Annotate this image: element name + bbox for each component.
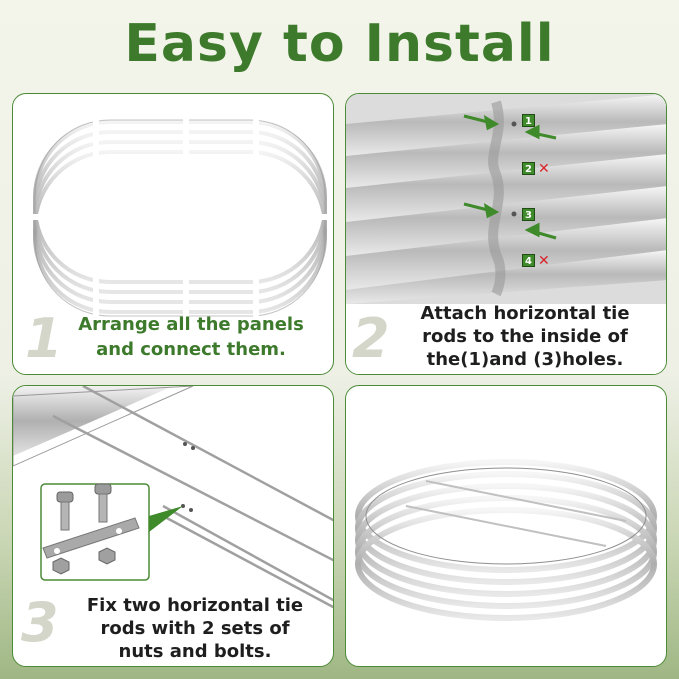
step-3-caption-line-2: rods with 2 sets of	[100, 618, 290, 639]
assembled-raised-bed-illustration	[355, 459, 657, 621]
step-3-number: 3	[21, 591, 59, 654]
step-1-panel: 1 Arrange all the panels and connect the…	[12, 93, 334, 375]
oval-panels-separated-illustration	[33, 114, 328, 334]
tie-rod-attachment-closeup	[346, 94, 666, 374]
step-1-caption-line-2: and connect them.	[96, 339, 286, 360]
hole-4-invalid-icon: ✕	[538, 253, 550, 269]
hole-label-1: 1	[522, 114, 535, 127]
step-2-caption-line-3: the(1)and (3)holes.	[426, 349, 624, 370]
hole-label-3: 3	[522, 208, 535, 221]
step-1-caption-line-1: Arrange all the panels	[78, 314, 304, 335]
step-2-caption-line-2: rods to the inside of	[422, 326, 628, 347]
bolt-icon	[56, 483, 112, 531]
step-3-panel: 3 Fix two horizontal tie rods with 2 set…	[12, 385, 334, 667]
step-3-caption-line-1: Fix two horizontal tie	[86, 595, 304, 616]
step-2-caption-line-1: Attach horizontal tie	[420, 303, 630, 324]
page-title: Easy to Install	[124, 14, 555, 74]
nuts-and-bolts-illustration	[13, 386, 333, 609]
step-4-panel	[345, 385, 667, 667]
step-2-panel: 1 2 ✕ 3 4 ✕ 2 Attach horizontal tie rods…	[345, 93, 667, 375]
step-1-number: 1	[25, 307, 63, 370]
hole-2-invalid-icon: ✕	[538, 161, 550, 177]
step-2-number: 2	[352, 307, 390, 370]
step-3-caption-line-3: nuts and bolts.	[118, 641, 272, 662]
hole-label-4: 4	[522, 254, 535, 267]
hole-label-2: 2	[522, 162, 535, 175]
